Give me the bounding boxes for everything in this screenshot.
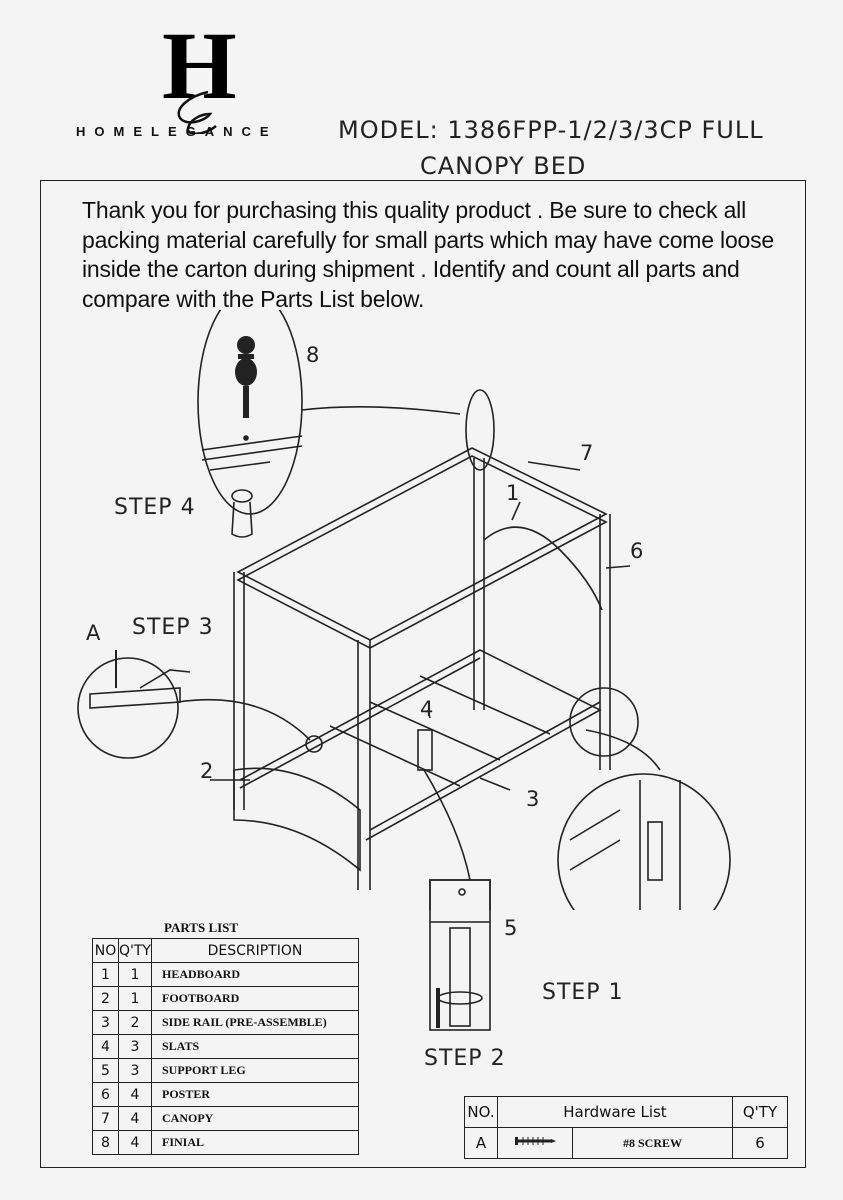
callout-6: 6: [630, 539, 643, 563]
hw-header-no: NO.: [464, 1096, 498, 1128]
row-desc: HEADBOARD: [150, 962, 359, 987]
row-qty: 4: [118, 1082, 152, 1107]
hardware-header-row: NO. Hardware List Q'TY: [464, 1096, 788, 1128]
finial-leader: [301, 406, 461, 415]
footboard: [233, 767, 361, 872]
row-no: 4: [92, 1034, 119, 1059]
hardware-list-table: NO. Hardware List Q'TY A #8 SCREW 6: [464, 1096, 788, 1159]
header-description: DESCRIPTION: [150, 938, 359, 963]
hw-row-desc: #8 SCREW: [572, 1127, 733, 1159]
logo-h-letter: H: [162, 22, 237, 119]
step-4-label: STEP 4: [114, 495, 196, 520]
hw-row-qty: 6: [732, 1127, 788, 1159]
callout-1: 1: [506, 481, 519, 505]
table-row: 1 1 HEADBOARD: [92, 962, 359, 987]
poster-top-icon: [231, 489, 253, 538]
callout-5: 5: [504, 916, 518, 940]
row-qty: 4: [118, 1130, 152, 1155]
bracket-detail-bubble: [557, 773, 731, 910]
callout-2: 2: [200, 759, 213, 783]
row-desc: SLATS: [150, 1034, 359, 1059]
row-qty: 2: [118, 1010, 152, 1035]
row-no: 8: [92, 1130, 119, 1155]
row-qty: 4: [118, 1106, 152, 1131]
model-subtitle: CANOPY BED: [420, 152, 587, 180]
step-1-label: STEP 1: [542, 980, 624, 1005]
row-desc: POSTER: [150, 1082, 359, 1107]
poster-back-left: [473, 458, 485, 710]
row-qty: 3: [118, 1034, 152, 1059]
hw-row-icon-cell: [497, 1127, 573, 1159]
table-row: 4 3 SLATS: [92, 1034, 359, 1059]
side-rail: [239, 649, 602, 841]
table-row: 3 2 SIDE RAIL (PRE-ASSEMBLE): [92, 1010, 359, 1035]
canopy-frame: [236, 447, 608, 641]
row-no: 1: [92, 962, 119, 987]
table-row: 2 1 FOOTBOARD: [92, 986, 359, 1011]
parts-header-row: NO Q'TY DESCRIPTION: [92, 938, 359, 963]
screw-icon: [515, 1137, 556, 1145]
step-3-label: STEP 3: [132, 615, 214, 640]
hw-row-no: A: [464, 1127, 498, 1159]
finial-icon: [235, 336, 257, 418]
header-no: NO: [92, 938, 119, 963]
callout-4: 4: [420, 697, 433, 721]
support-leg-icon: [449, 927, 471, 1027]
model-title: MODEL: 1386FPP-1/2/3/3CP FULL: [338, 116, 764, 144]
bracket-plate: [647, 821, 663, 881]
callout-7: 7: [580, 441, 593, 465]
row-desc: SUPPORT LEG: [150, 1058, 359, 1083]
row-no: 2: [92, 986, 119, 1011]
hw-header-qty: Q'TY: [732, 1096, 788, 1128]
callout-3: 3: [526, 787, 539, 811]
table-row: A #8 SCREW 6: [464, 1127, 788, 1159]
support-leg-illustration: [429, 879, 491, 1031]
row-qty: 3: [118, 1058, 152, 1083]
row-no: 5: [92, 1058, 119, 1083]
hw-header-title: Hardware List: [497, 1096, 733, 1128]
headboard: [483, 526, 603, 611]
homelegance-logo: H: [162, 22, 237, 134]
row-desc: CANOPY: [150, 1106, 359, 1131]
assembly-drawing: STEP 4 STEP 3 8 7 1 6 A 4 2 3: [77, 310, 731, 910]
row-desc: FOOTBOARD: [150, 986, 359, 1011]
poster-front-right: [357, 640, 371, 890]
row-no: 6: [92, 1082, 119, 1107]
parts-list-table: NO Q'TY DESCRIPTION 1 1 HEADBOARD 2 1 FO…: [92, 938, 359, 1155]
poster-back-right: [599, 514, 611, 770]
slat: [329, 675, 551, 787]
instruction-frame: [40, 180, 806, 1168]
row-qty: 1: [118, 962, 152, 987]
table-row: 5 3 SUPPORT LEG: [92, 1058, 359, 1083]
step-2-label: STEP 2: [424, 1046, 506, 1071]
row-desc: SIDE RAIL (PRE-ASSEMBLE): [150, 1010, 359, 1035]
parts-list-title: PARTS LIST: [164, 920, 239, 935]
table-row: 6 4 POSTER: [92, 1082, 359, 1107]
brand-name: HOMELEGANCE: [76, 124, 278, 139]
callout-a: A: [86, 621, 101, 645]
header-qty: Q'TY: [118, 938, 152, 963]
table-row: 7 4 CANOPY: [92, 1106, 359, 1131]
callout-8: 8: [306, 343, 319, 367]
row-qty: 1: [118, 986, 152, 1011]
row-no: 3: [92, 1010, 119, 1035]
row-no: 7: [92, 1106, 119, 1131]
poster-front-left: [233, 572, 245, 810]
intro-paragraph: Thank you for purchasing this quality pr…: [82, 197, 775, 312]
rail-detail-bubble: [77, 657, 179, 759]
table-row: 8 4 FINIAL: [92, 1130, 359, 1155]
row-desc: FINIAL: [150, 1130, 359, 1155]
